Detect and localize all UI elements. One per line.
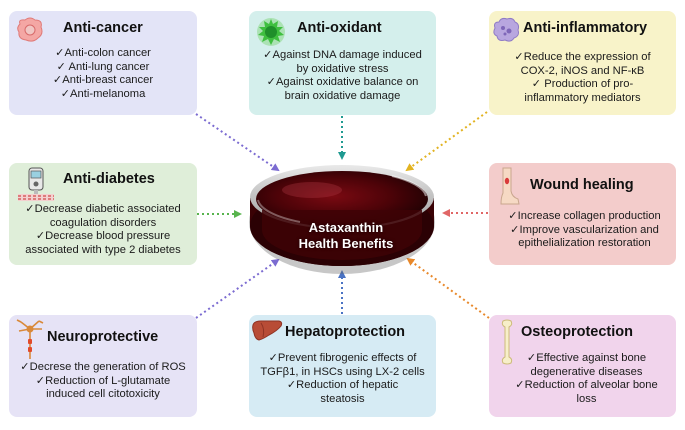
- box-hepatoprotection-items: ✓Prevent fibrogenic effects of TGFβ1, in…: [249, 352, 436, 406]
- list-item: ✓Decrese the generation of ROS: [20, 361, 186, 373]
- list-item: ✓Anti-colon cancer: [55, 47, 151, 59]
- list-item: loss: [576, 392, 597, 405]
- center-label-line2: Health Benefits: [298, 236, 394, 251]
- arrow-anticancer: [195, 113, 280, 172]
- box-hepatoprotection: Hepatoprotection ✓Prevent fibrogenic eff…: [249, 315, 436, 417]
- antioxidant-cell-icon: [257, 18, 285, 46]
- box-osteoprotection: Osteoprotection ✓Effective against bone …: [489, 315, 676, 417]
- box-osteoprotection-items: ✓Effective against bone degenerative dis…: [497, 352, 676, 406]
- neuron-icon: [16, 319, 44, 359]
- list-item: ✓Improve vascularization and: [510, 223, 659, 236]
- petri-dish-image: [249, 165, 435, 274]
- list-item: epithelialization restoration: [518, 237, 651, 250]
- box-neuroprotective: Neuroprotective ✓Decrese the generation …: [9, 315, 197, 417]
- list-item: inflammatory mediators: [524, 91, 641, 104]
- box-neuroprotective-title: Neuroprotective: [47, 329, 159, 345]
- box-antiinflammatory: Anti-inflammatory ✓Reduce the expression…: [489, 11, 676, 115]
- glucose-meter-icon: [18, 167, 54, 201]
- bone-icon: [501, 319, 513, 365]
- list-item: ✓ Anti-lung cancer: [56, 60, 150, 73]
- liver-icon: [252, 320, 283, 341]
- box-woundhealing: Wound healing ✓Increase collagen product…: [489, 163, 676, 265]
- list-item: ✓Decrease diabetic associated: [25, 203, 181, 215]
- box-woundhealing-items: ✓Increase collagen production ✓Improve v…: [493, 210, 676, 251]
- list-item: ✓Decrease blood pressure: [35, 230, 171, 243]
- list-item: ✓Against DNA damage induced: [263, 49, 422, 61]
- list-item: degenerative diseases: [530, 365, 643, 378]
- center-label-line1: Astaxanthin: [308, 220, 384, 235]
- box-anticancer-items: ✓Anti-colon cancer ✓ Anti-lung cancer ✓A…: [9, 47, 197, 101]
- box-antidiabetes-title: Anti-diabetes: [63, 171, 155, 187]
- list-item: ✓Anti-breast cancer: [52, 74, 154, 87]
- list-item: by oxidative stress: [296, 62, 389, 75]
- macrophage-icon: [493, 17, 520, 42]
- arrow-neuroprotective: [195, 258, 280, 319]
- list-item: ✓Prevent fibrogenic effects of: [268, 352, 417, 364]
- cancer-cell-icon: [17, 17, 43, 42]
- center-label: Astaxanthin Health Benefits: [276, 220, 416, 252]
- leg-wound-icon: [500, 167, 520, 205]
- list-item: ✓Reduction of alveolar bone: [515, 379, 658, 392]
- box-antioxidant-title: Anti-oxidant: [297, 20, 382, 36]
- box-osteoprotection-title: Osteoprotection: [521, 324, 633, 340]
- list-item: ✓Effective against bone: [526, 352, 647, 364]
- box-antidiabetes-items: ✓Decrease diabetic associated coagulatio…: [9, 203, 197, 257]
- list-item: ✓Increase collagen production: [508, 210, 661, 222]
- list-item: ✓Reduction of hepatic: [286, 379, 399, 392]
- box-antioxidant: Anti-oxidant ✓Against DNA damage induced…: [249, 11, 436, 115]
- arrow-antiinflammatory: [405, 111, 488, 172]
- list-item: ✓Anti-melanoma: [60, 87, 146, 100]
- box-anticancer: Anti-cancer ✓Anti-colon cancer ✓ Anti-lu…: [9, 11, 197, 115]
- box-antioxidant-items: ✓Against DNA damage induced by oxidative…: [249, 49, 436, 103]
- box-antiinflammatory-items: ✓Reduce the expression of COX-2, iNOS an…: [489, 51, 676, 105]
- list-item: brain oxidative damage: [284, 89, 401, 102]
- list-item: induced cell citotoxicity: [46, 388, 160, 401]
- box-antidiabetes: Anti-diabetes ✓Decrease diabetic associa…: [9, 163, 197, 265]
- box-neuroprotective-items: ✓Decrese the generation of ROS ✓Reductio…: [9, 361, 197, 402]
- list-item: coagulation disorders: [49, 216, 157, 229]
- box-hepatoprotection-title: Hepatoprotection: [285, 324, 406, 340]
- box-woundhealing-title: Wound healing: [530, 177, 634, 193]
- arrow-osteoprotection: [406, 257, 490, 319]
- list-item: TGFβ1, in HSCs using LX-2 cells: [260, 365, 425, 378]
- list-item: ✓Reduction of L-glutamate: [35, 374, 171, 387]
- box-anticancer-title: Anti-cancer: [63, 20, 143, 36]
- list-item: COX-2, iNOS and NF-κB: [520, 64, 645, 77]
- box-antiinflammatory-title: Anti-inflammatory: [523, 20, 648, 36]
- list-item: ✓Against oxidative balance on: [266, 76, 419, 89]
- list-item: associated with type 2 diabetes: [25, 243, 181, 256]
- list-item: steatosis: [320, 392, 365, 405]
- list-item: ✓Reduce the expression of: [514, 51, 651, 63]
- list-item: ✓ Production of pro-: [531, 78, 634, 91]
